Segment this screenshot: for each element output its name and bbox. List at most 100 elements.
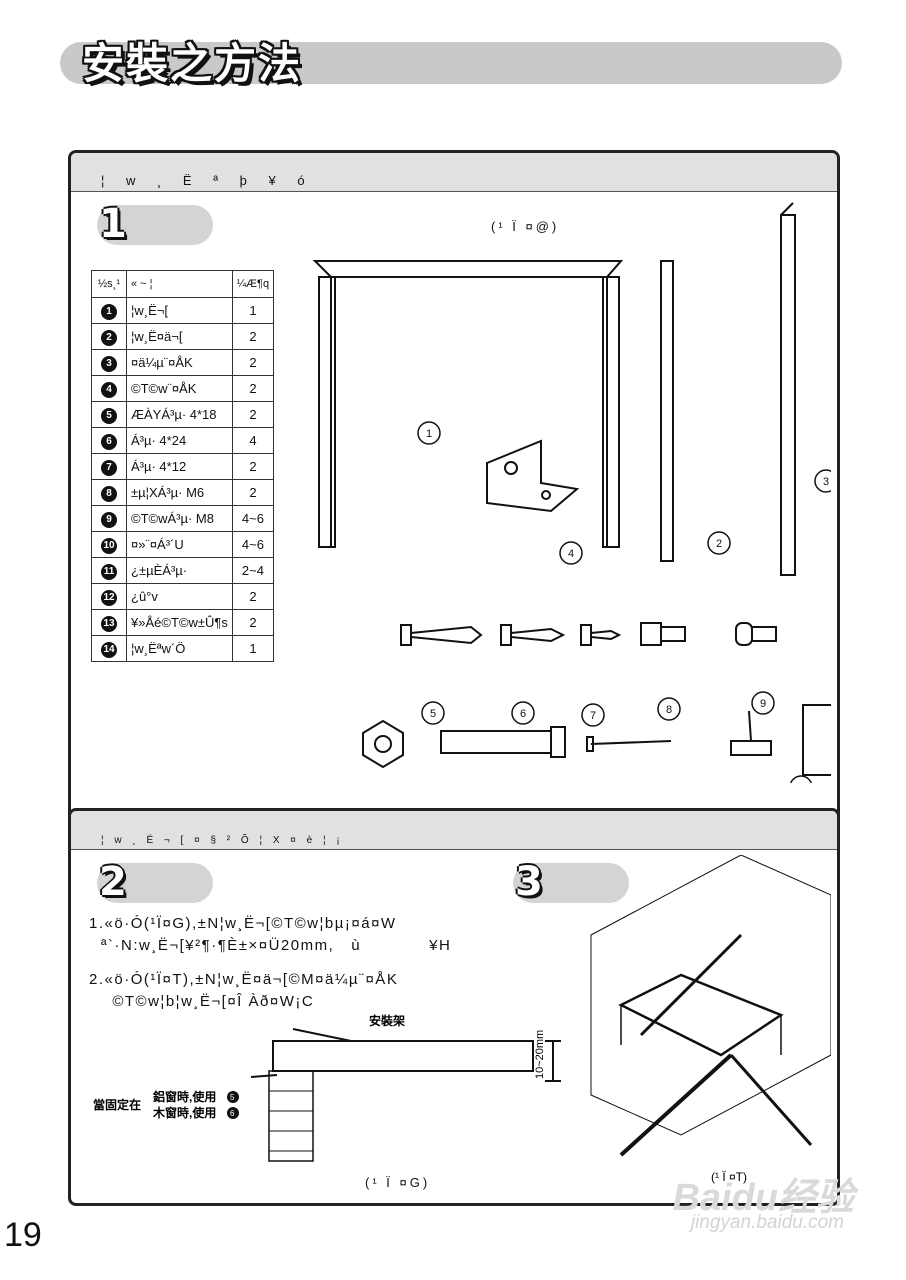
part-label-circle xyxy=(657,697,681,721)
col-header-number: ½s¸¹ xyxy=(91,270,127,298)
step-3-pill xyxy=(513,863,629,903)
assembly-panel: ¦ w ¸ Ë ¬ [ ¤ § ² Õ ¦ X ¤ è ¦ ¡ 2 3 1.«ö… xyxy=(68,808,840,1206)
instruction-line-3: 2.«ö·Ó(¹Ï¤T),±N¦w¸Ë¤ä¬[©M¤ä¼µ¨¤ÅK xyxy=(89,971,399,988)
row-quantity: 2 xyxy=(231,349,275,376)
col-header-name: « ~ ¦ xyxy=(126,270,233,298)
part-label-number: 3 xyxy=(823,476,829,488)
support-bracket xyxy=(660,260,674,562)
table-row: 2¦w¸Ë¤ä¬[2 xyxy=(91,323,275,350)
bolt-9 xyxy=(735,622,753,646)
step-1-number: 1 xyxy=(99,201,127,247)
row-quantity: 2 xyxy=(231,375,275,402)
col-header-qty: ¼Æ¶q xyxy=(231,270,275,298)
brace-angle-left xyxy=(780,214,796,576)
row-part-name: ¦w¸Ë¬[ xyxy=(126,297,233,324)
row-quantity: 1 xyxy=(231,297,275,324)
row-quantity: 4 xyxy=(231,427,275,454)
instruction-line-2: ª`·N:w¸Ë¬[¥²¶·¶È±×¤Ü20mm, ù ¥H xyxy=(101,937,452,954)
row-part-name: ¿±µÈÁ³µ· xyxy=(126,557,233,584)
part-label-circle xyxy=(581,703,605,727)
fig2-dimension: 10~20mm xyxy=(534,1030,546,1079)
row-number: 6 xyxy=(91,427,127,454)
expansion-bolt-11 xyxy=(440,730,552,754)
fig2-note-num2: 6 xyxy=(230,1109,235,1118)
part-label-circle xyxy=(707,531,731,555)
part-label-circle xyxy=(751,691,775,715)
part-label-number: 8 xyxy=(666,704,672,716)
part-label-circle xyxy=(511,701,535,725)
row-quantity: 2 xyxy=(231,323,275,350)
row-quantity: 2 xyxy=(231,479,275,506)
figure-2-illustration: 安裝架 10~20mm 當固定在 鋁窗時,使用 木窗時,使用 5 6 xyxy=(93,1013,561,1162)
screw-5 xyxy=(410,625,483,645)
parts-panel-header: ¦ w ¸ Ë ª þ ¥ ó xyxy=(71,153,837,192)
header-band xyxy=(60,42,842,84)
nail-12 xyxy=(590,740,672,745)
page-number: 19 xyxy=(4,1216,42,1254)
hex-nut-10 xyxy=(362,719,404,769)
row-part-name: ¦w¸Ë¤ä¬[ xyxy=(126,323,233,350)
row-part-name: Á³µ· 4*24 xyxy=(126,427,233,454)
row-quantity: 4~6 xyxy=(231,531,275,558)
part-label-number: 1 xyxy=(426,428,432,440)
row-number: 5 xyxy=(91,401,127,428)
row-part-name: ¿û°v xyxy=(126,583,233,610)
row-quantity: 2 xyxy=(231,583,275,610)
row-number: 12 xyxy=(91,583,127,610)
part-label-circle xyxy=(559,541,583,565)
table-row: 1¦w¸Ë¬[1 xyxy=(91,297,275,324)
part-label-circle xyxy=(421,701,445,725)
part-label-number: 9 xyxy=(760,698,766,710)
part-label-number: 7 xyxy=(590,710,596,722)
part-label-number: 5 xyxy=(430,708,436,720)
figure-3-caption: (¹ Ï ¤T) xyxy=(711,1170,747,1184)
screw-6 xyxy=(510,627,566,643)
part-label-circle xyxy=(789,775,813,783)
row-part-name: ±µ¦XÁ³µ· M6 xyxy=(126,479,233,506)
row-quantity: 1 xyxy=(231,635,275,662)
row-number: 3 xyxy=(91,349,127,376)
part-label-number: 4 xyxy=(568,548,574,560)
row-number: 7 xyxy=(91,453,127,480)
part-label-circle xyxy=(814,469,831,493)
figure-3-illustration: (¹ Ï ¤T) xyxy=(590,855,831,1184)
step-2-pill xyxy=(97,863,213,903)
row-part-name: ¤ä¼µ¨¤ÅK xyxy=(126,349,233,376)
row-part-name: ©T©wÁ³µ· M8 xyxy=(126,505,233,532)
row-quantity: 4~6 xyxy=(231,505,275,532)
figure-1-caption: (¹ Ï ¤@) xyxy=(491,219,560,234)
watermark-url: jingyan.baidu.com xyxy=(690,1212,844,1233)
watermark-logo: Baidu经验 xyxy=(672,1177,854,1219)
step-2-number: 2 xyxy=(99,859,127,905)
parts-panel-title: ¦ w ¸ Ë ª þ ¥ ó xyxy=(101,173,314,188)
assembly-panel-header: ¦ w ¸ Ë ¬ [ ¤ § ² Õ ¦ X ¤ è ¦ ¡ xyxy=(71,811,837,850)
fixing-angle xyxy=(486,439,580,513)
instruction-line-1: 1.«ö·Ó(¹Ï¤G),±N¦w¸Ë¬[©T©w¦bµ¡¤á¤W xyxy=(89,915,397,932)
mounting-net-14 xyxy=(802,704,831,776)
row-number: 8 xyxy=(91,479,127,506)
instruction-line-4: ©T©w¦b¦w¸Ë¬[¤Î Àð¤W¡C xyxy=(101,993,315,1010)
row-number: 11 xyxy=(91,557,127,584)
table-row: 11¿±µÈÁ³µ·2~4 xyxy=(91,557,275,584)
row-quantity: 2 xyxy=(231,609,275,636)
row-part-name: ¤»¨¤Á³´U xyxy=(126,531,233,558)
part-label-number: 14 xyxy=(795,782,807,783)
step-1-pill xyxy=(97,205,213,245)
row-part-name: ¦w¸Ëªw´Ö xyxy=(126,635,233,662)
fig2-frame-label: 安裝架 xyxy=(369,1013,405,1028)
row-number: 14 xyxy=(91,635,127,662)
row-number: 9 xyxy=(91,505,127,532)
mounting-frame xyxy=(312,260,624,548)
row-quantity: 2~4 xyxy=(231,557,275,584)
